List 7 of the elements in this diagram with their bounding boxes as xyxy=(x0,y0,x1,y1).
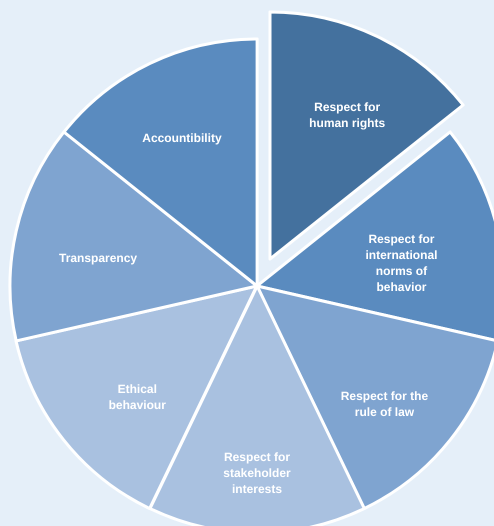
segment-label: Respect for human rights xyxy=(308,98,386,131)
segment-label: Respect for international norms of behavior xyxy=(364,231,438,295)
segment-label: Respect for the rule of law xyxy=(340,388,430,420)
segment-label: Transparency xyxy=(58,250,138,266)
segment-label: Respect for stakeholder interests xyxy=(222,449,292,498)
segment-label: Ethical behaviour xyxy=(108,381,167,414)
segment-label: Accountibility xyxy=(141,130,223,146)
